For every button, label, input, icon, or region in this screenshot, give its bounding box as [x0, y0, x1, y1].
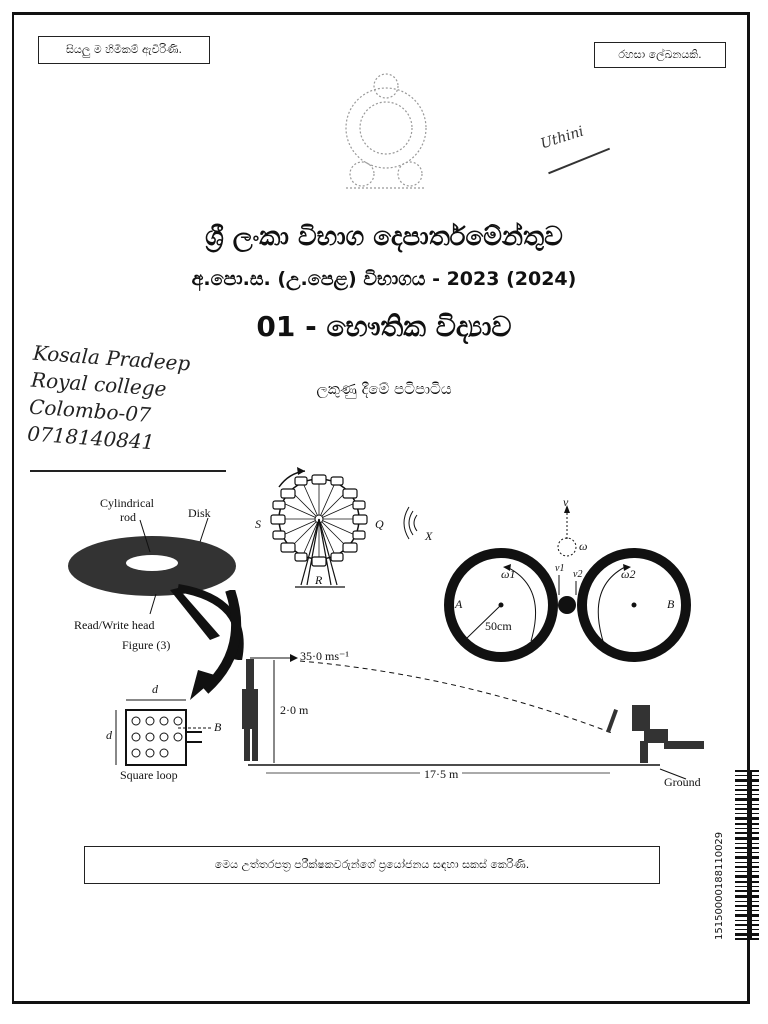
exam-title: අ.පො.ස. (උ.පෙළ) විභාගය - 2023 (2024)	[191, 268, 577, 290]
subject-title: 01 - භෞතික විද්‍යාව	[256, 310, 512, 343]
square-loop-caption: Square loop	[120, 768, 178, 782]
omega2-label: ω2	[621, 567, 636, 581]
point-r-label: R	[315, 573, 323, 587]
page-border	[12, 12, 750, 1004]
wheels-illustration	[444, 505, 691, 662]
cricket-figure: 35·0 ms⁻¹ 2·0 m 17·5 m Ground	[240, 645, 720, 790]
cylindrical-rod-label: Cylindrical	[100, 496, 154, 510]
disk-illustration	[68, 517, 244, 661]
rod-label: rod	[120, 510, 136, 524]
square-loop-illustration	[115, 699, 212, 766]
velocity-v1-label: v1	[555, 563, 565, 574]
wheel-a-label: A	[455, 597, 463, 611]
omega1-label: ω1	[501, 567, 516, 581]
cricket-illustration	[242, 654, 704, 780]
velocity-v-label: v	[563, 495, 569, 509]
point-s-label: S	[255, 517, 261, 531]
barcode-number: 15150000188110029	[714, 831, 725, 940]
marking-scheme-title: ලකුණු දීමේ පටිපාටිය	[316, 380, 452, 398]
radius-label: 50cm	[485, 619, 512, 633]
handwritten-underline	[30, 470, 226, 472]
examiner-use-notice: මෙය උත්තරපත්‍ර පරීක්ෂකවරුන්ගේ ප්‍රයෝජනය …	[84, 846, 660, 884]
handwritten-note: Kosala Pradeep Royal college Colombo-07 …	[26, 340, 191, 459]
pitch-distance-label: 17·5 m	[420, 767, 463, 782]
read-write-head-label: Read/Write head	[74, 618, 155, 632]
disk-label: Disk	[188, 506, 211, 520]
department-title: ශ්‍රී ලංකා විභාග දෙපාර්තමේන්තුව	[205, 222, 563, 252]
barcode-icon	[735, 770, 759, 940]
figure-3-caption: Figure (3)	[122, 638, 171, 652]
magnetic-field-b-label: B	[214, 720, 222, 734]
velocity-v2-label: v2	[573, 569, 583, 580]
ball-speed-label: 35·0 ms⁻¹	[300, 649, 349, 663]
copyright-notice: සියලු ම හිමිකම් ඇවිරිණි.	[38, 36, 210, 64]
wheel-b-label: B	[667, 597, 675, 611]
disk-figure: Cylindrical rod Disk Read/Write head Fig…	[60, 490, 250, 661]
side-d-left-label: d	[106, 728, 112, 742]
curved-arrow-icon	[190, 590, 242, 700]
release-height-label: 2·0 m	[280, 703, 309, 717]
ferris-wheel-figure: S Q R X	[245, 465, 445, 595]
ground-label: Ground	[664, 775, 701, 789]
omega-label: ω	[579, 539, 588, 553]
side-d-top-label: d	[152, 682, 158, 696]
ferris-wheel-illustration	[270, 467, 418, 588]
square-loop-figure: d d B Square loop	[106, 682, 240, 785]
sri-lanka-emblem-icon	[345, 73, 427, 189]
confidential-notice: රහසා ලේඛනයකි.	[594, 42, 726, 68]
point-q-label: Q	[375, 517, 384, 531]
wheels-figure: A B ω1 ω2 ω v v1 v2 50cm	[435, 495, 700, 670]
point-x-label: X	[425, 529, 433, 543]
